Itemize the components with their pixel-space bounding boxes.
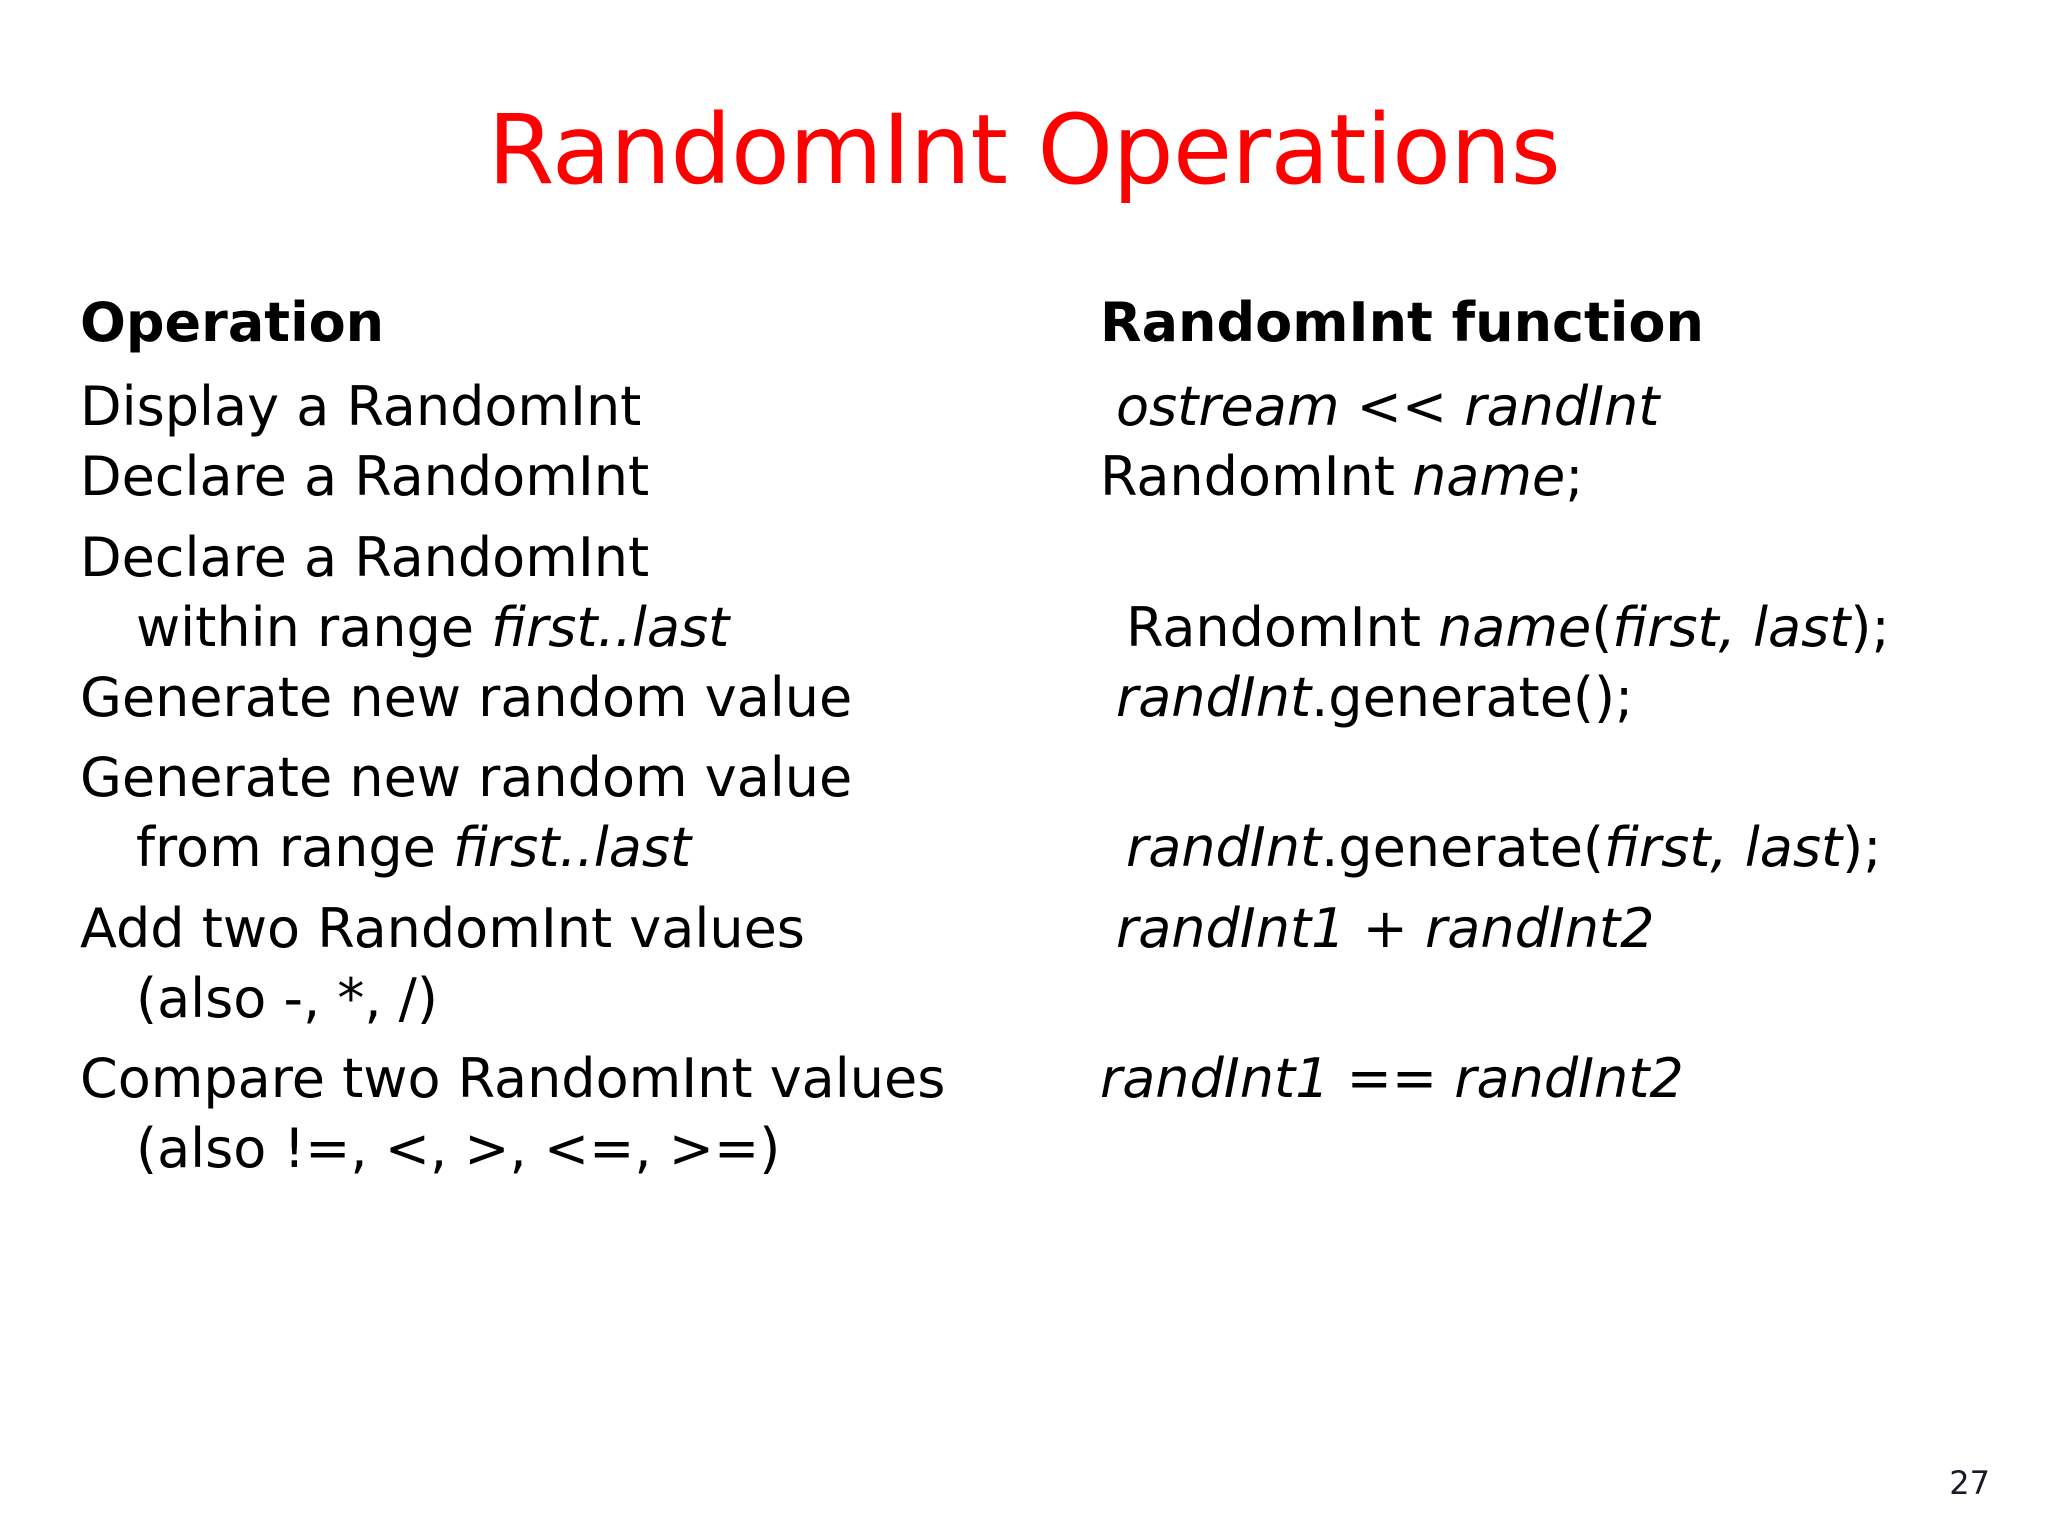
table-row: Generate new random value randInt.genera… [80,663,1980,733]
operations-table: Operation RandomInt function Display a R… [80,288,1980,1184]
function-italic-args: first, last [1612,595,1851,659]
row-operation: Declare a RandomInt [80,442,1100,512]
function-italic: randInt [1126,816,1322,880]
function-italic-args: first, last [1604,816,1843,880]
row-function: ostream << randInt [1100,372,1980,442]
operation-continuation: from range first..last [80,813,1100,883]
function-spacer [1126,743,1980,813]
function-italic: randInt1 + randInt2 [1116,896,1655,960]
row-function: RandomInt name; [1100,442,1980,512]
operation-continuation: within range first..last [80,593,1100,663]
row-function: randInt.generate(first, last); [1100,743,1980,883]
operation-text: Declare a RandomInt [80,445,650,509]
table-row: Display a RandomInt ostream << randInt [80,372,1980,442]
row-operation: Declare a RandomInt within range first..… [80,523,1100,663]
table-row: Generate new random value from range fir… [80,743,1980,883]
row-operation: Compare two RandomInt values (also !=, <… [80,1044,1100,1184]
table-row: Declare a RandomInt within range first..… [80,523,1980,663]
operation-continuation: (also -, *, /) [136,966,438,1030]
row-function: RandomInt name(first, last); [1100,523,1980,663]
operation-text: Display a RandomInt [80,375,642,439]
function-italic: name [1412,445,1566,509]
page-title: RandomInt Operations [487,94,1561,206]
operation-text: Compare two RandomInt values [80,1046,946,1110]
row-operation: Add two RandomInt values (also -, *, /) [80,894,1100,1034]
function-plain: RandomInt [1126,595,1439,659]
function-italic: randInt1 == randInt2 [1100,1046,1684,1110]
operation-cont-plain: within range [136,595,492,659]
operation-cont-plain: from range [136,816,454,880]
operation-cont-italic: first..last [453,816,692,880]
function-spacer [1126,523,1980,593]
row-function: randInt.generate(); [1100,663,1980,733]
operation-text: Declare a RandomInt [80,525,650,589]
column-header-function: RandomInt function [1100,291,1704,354]
row-function: randInt1 == randInt2 [1100,1044,1980,1114]
row-operation: Display a RandomInt [80,372,1100,442]
page-number: 27 [1949,1464,1990,1502]
function-plain-mid: .generate( [1321,816,1604,880]
function-plain-tail: ); [1842,816,1882,880]
operation-text: Generate new random value [80,746,853,810]
column-header-operation: Operation [80,291,385,354]
function-plain-tail: ); [1850,595,1890,659]
table-header-row: Operation RandomInt function [80,288,1980,358]
function-plain: RandomInt [1100,445,1413,509]
function-italic: randInt [1116,665,1312,729]
function-plain-tail: .generate(); [1311,665,1634,729]
function-plain-mid: ( [1591,595,1613,659]
operation-text: Add two RandomInt values [80,896,805,960]
operation-text: Generate new random value [80,665,853,729]
row-operation: Generate new random value from range fir… [80,743,1100,883]
function-plain-tail: ; [1565,445,1584,509]
table-row: Compare two RandomInt values (also !=, <… [80,1044,1980,1184]
table-row: Declare a RandomInt RandomInt name; [80,442,1980,512]
row-operation: Generate new random value [80,663,1100,733]
function-italic: ostream << randInt [1116,375,1660,439]
operation-continuation: (also !=, <, >, <=, >=) [136,1117,781,1181]
function-italic: name [1438,595,1592,659]
row-function: randInt1 + randInt2 [1100,894,1980,964]
operation-cont-italic: first..last [491,595,730,659]
table-row: Add two RandomInt values (also -, *, /) … [80,894,1980,1034]
